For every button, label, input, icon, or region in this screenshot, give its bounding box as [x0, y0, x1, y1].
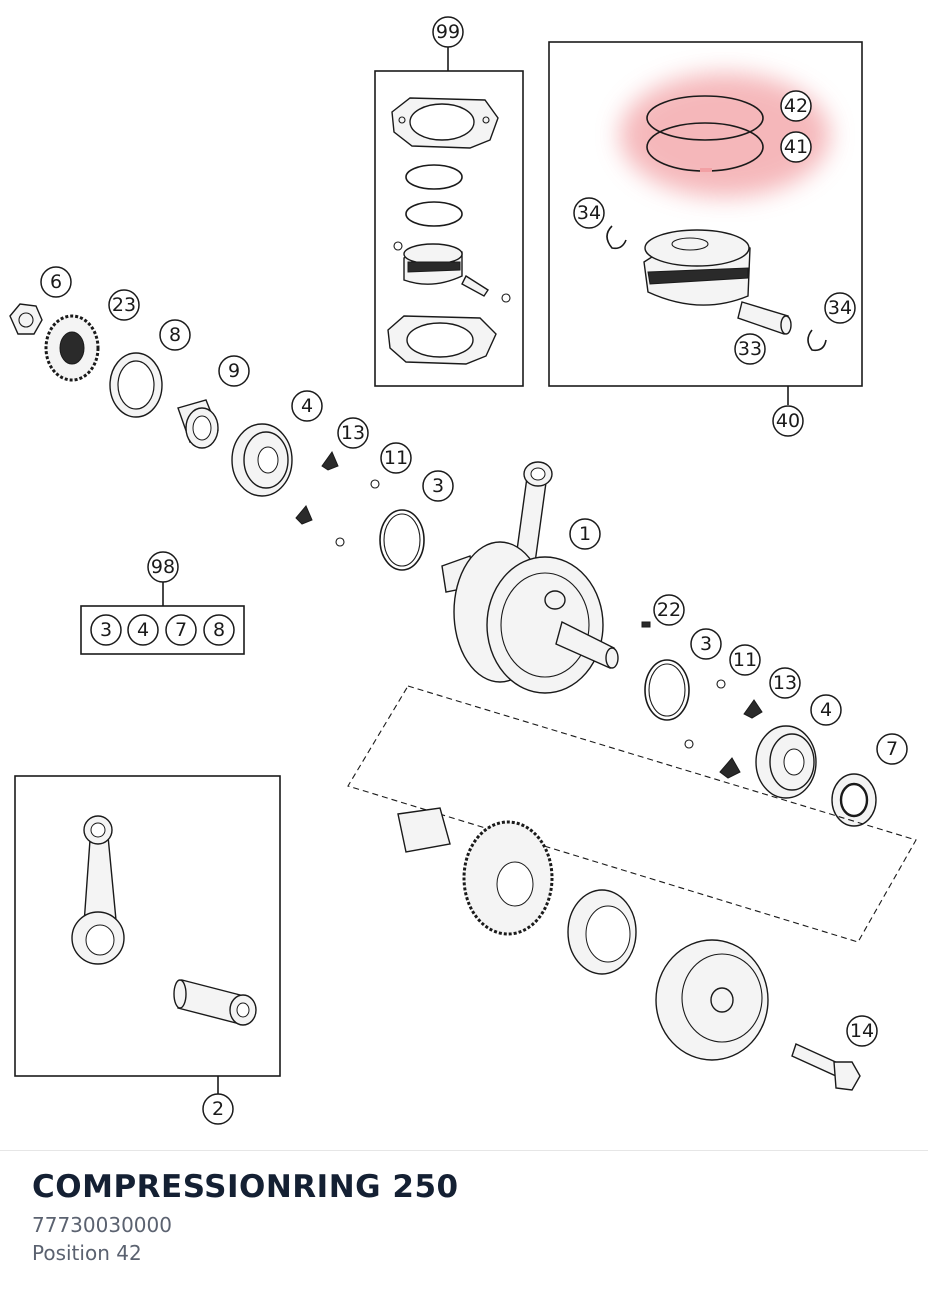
svg-text:3: 3 — [432, 475, 444, 497]
callout-42[interactable]: 42 — [780, 90, 812, 122]
callout-98-item-4[interactable]: 4 — [127, 614, 159, 646]
callout-8-left[interactable]: 8 — [159, 319, 191, 351]
svg-text:34: 34 — [577, 202, 601, 224]
part-position: Position 42 — [32, 1241, 142, 1265]
svg-text:3: 3 — [700, 633, 712, 655]
kit-2-box — [14, 775, 281, 1094]
svg-text:8: 8 — [169, 324, 181, 346]
callout-7-right[interactable]: 7 — [876, 733, 908, 765]
svg-text:41: 41 — [784, 136, 808, 158]
callout-13-left[interactable]: 13 — [337, 417, 369, 449]
kit-98-box — [80, 582, 245, 655]
svg-text:13: 13 — [341, 422, 365, 444]
svg-text:34: 34 — [828, 297, 852, 319]
part-info-panel: COMPRESSIONRING 250 77730030000 Position… — [0, 1150, 928, 1290]
callout-99[interactable]: 99 — [432, 16, 464, 48]
svg-text:42: 42 — [784, 95, 808, 117]
callout-1[interactable]: 1 — [569, 518, 601, 550]
highlight-glow — [620, 73, 830, 197]
callout-6[interactable]: 6 — [40, 266, 72, 298]
svg-text:23: 23 — [112, 294, 136, 316]
callout-3-right[interactable]: 3 — [690, 628, 722, 660]
svg-text:9: 9 — [228, 360, 240, 382]
callout-98-item-3[interactable]: 3 — [90, 614, 122, 646]
svg-text:2: 2 — [212, 1098, 224, 1120]
crankshaft — [441, 461, 619, 694]
svg-text:4: 4 — [301, 395, 313, 417]
svg-text:13: 13 — [773, 672, 797, 694]
part-title: COMPRESSIONRING 250 — [32, 1169, 459, 1205]
dashed-assembly-frame — [347, 685, 917, 1091]
callout-2[interactable]: 2 — [202, 1093, 234, 1125]
callout-34-right[interactable]: 34 — [824, 292, 856, 324]
callout-11-right[interactable]: 11 — [729, 644, 761, 676]
callout-group: 99 42 41 34 34 33 40 6 23 8 9 4 13 11 3 … — [40, 16, 908, 1125]
callout-22[interactable]: 22 — [653, 594, 685, 626]
callout-40[interactable]: 40 — [772, 405, 804, 437]
svg-text:22: 22 — [657, 599, 681, 621]
kit-99-box — [374, 47, 524, 387]
svg-text:14: 14 — [850, 1020, 874, 1042]
callout-3-left[interactable]: 3 — [422, 470, 454, 502]
callout-9[interactable]: 9 — [218, 355, 250, 387]
svg-text:99: 99 — [436, 21, 460, 43]
exploded-parts-diagram: 99 42 41 34 34 33 40 6 23 8 9 4 13 11 3 … — [9, 16, 917, 1125]
svg-text:33: 33 — [738, 338, 762, 360]
svg-text:11: 11 — [733, 649, 757, 671]
svg-text:6: 6 — [50, 271, 62, 293]
callout-11-left[interactable]: 11 — [380, 442, 412, 474]
svg-text:7: 7 — [175, 619, 187, 641]
callout-33[interactable]: 33 — [734, 333, 766, 365]
callout-98-item-8[interactable]: 8 — [203, 614, 235, 646]
left-side-parts — [9, 303, 425, 571]
callout-98-item-7[interactable]: 7 — [165, 614, 197, 646]
callout-4-left[interactable]: 4 — [291, 390, 323, 422]
callout-14[interactable]: 14 — [846, 1015, 878, 1047]
callout-98[interactable]: 98 — [147, 551, 179, 583]
svg-text:40: 40 — [776, 410, 800, 432]
callout-41[interactable]: 41 — [780, 131, 812, 163]
svg-text:1: 1 — [579, 523, 591, 545]
kit-40-box — [548, 41, 863, 405]
svg-text:4: 4 — [137, 619, 149, 641]
right-side-parts — [641, 621, 877, 827]
callout-4-right[interactable]: 4 — [810, 694, 842, 726]
svg-text:11: 11 — [384, 447, 408, 469]
part-number: 77730030000 — [32, 1213, 172, 1237]
svg-text:98: 98 — [151, 556, 175, 578]
callout-13-right[interactable]: 13 — [769, 667, 801, 699]
svg-text:7: 7 — [886, 738, 898, 760]
callout-23[interactable]: 23 — [108, 289, 140, 321]
callout-34-left[interactable]: 34 — [573, 197, 605, 229]
svg-text:4: 4 — [820, 699, 832, 721]
svg-text:8: 8 — [213, 619, 225, 641]
svg-text:3: 3 — [100, 619, 112, 641]
